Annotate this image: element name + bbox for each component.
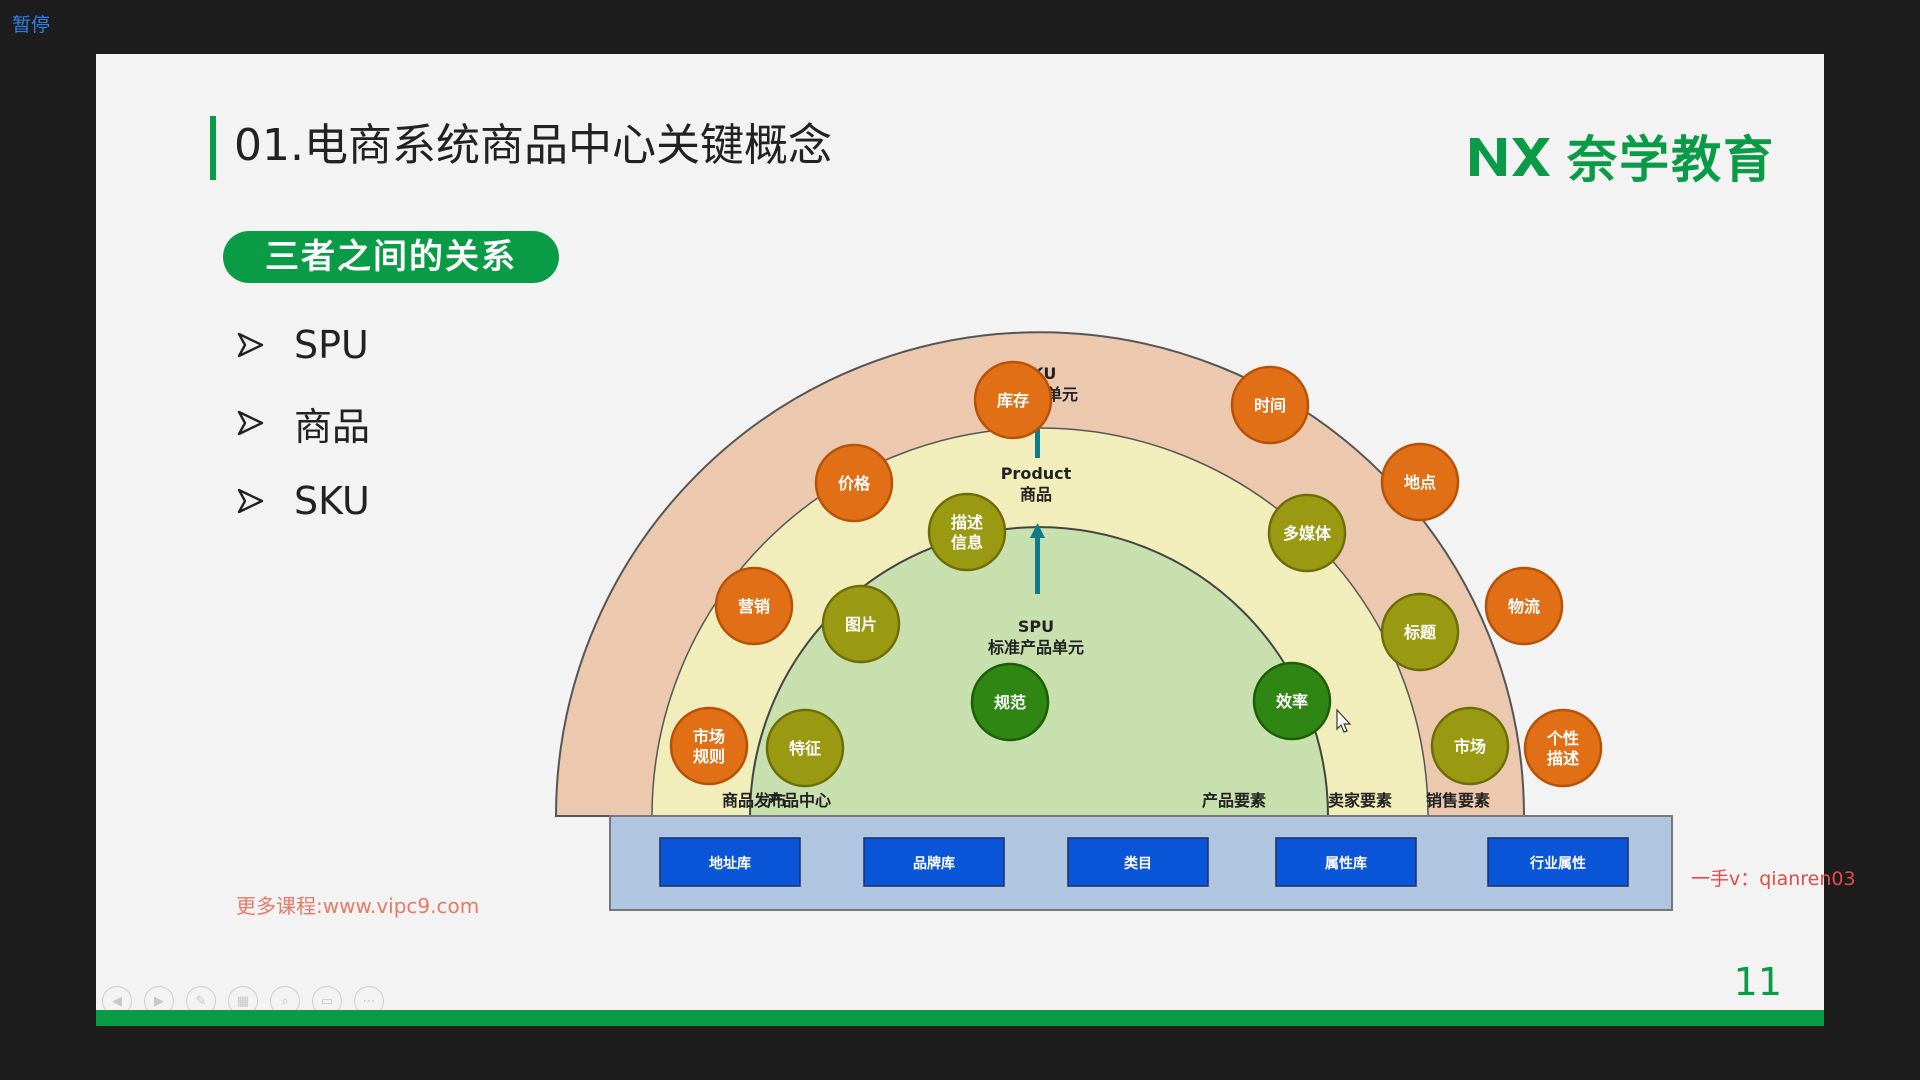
base-box: 地址库 <box>659 837 801 887</box>
middle-circle: 多媒体 <box>1267 493 1347 573</box>
base-box-label: 属性库 <box>1325 855 1367 872</box>
page-number: 11 <box>1733 960 1782 1004</box>
ring-label: 销售要素 <box>1426 791 1490 810</box>
mouse-cursor-icon <box>1336 708 1352 733</box>
arrow-bullet-icon <box>236 487 294 515</box>
circle-label: 时间 <box>1254 396 1286 415</box>
outer-circle: 地点 <box>1380 442 1460 522</box>
sku-spu-diagram: SKU 库存量单元 Product 商品 SPU 标准产品单元 商品发布 产品中… <box>554 331 1673 911</box>
bullet-text: SPU <box>294 323 369 367</box>
middle-circle: 标题 <box>1380 592 1460 672</box>
outer-circle: 库存 <box>973 360 1053 440</box>
circle-label: 物流 <box>1508 597 1540 616</box>
inner-circle: 规范 <box>970 662 1050 742</box>
circle-label: 效率 <box>1276 692 1308 711</box>
circle-label: 市场 <box>1454 737 1486 756</box>
bullet-item: SKU <box>236 462 370 540</box>
base-box: 品牌库 <box>863 837 1005 887</box>
middle-circle: 图片 <box>821 584 901 664</box>
spu-subtitle: 标准产品单元 <box>987 638 1084 657</box>
pause-label[interactable]: 暂停 <box>12 14 51 36</box>
arrow-bullet-icon <box>236 331 294 359</box>
logo-text: 奈学教育 <box>1567 131 1776 189</box>
ring-label: 产品中心 <box>767 791 831 810</box>
circle-label: 地点 <box>1404 473 1436 492</box>
circle-label: 多媒体 <box>1283 524 1332 543</box>
slide: 01.电商系统商品中心关键概念 奈学教育 三者之间的关系 SPU 商品 SKU <box>96 54 1856 1026</box>
circle-label: 规则 <box>693 747 725 766</box>
circle-label: 图片 <box>845 615 877 634</box>
bullet-text: SKU <box>294 479 370 523</box>
spu-title: SPU <box>1018 617 1054 636</box>
circle-label: 价格 <box>838 474 871 493</box>
bullet-text: 商品 <box>294 404 371 449</box>
circle-label: 营销 <box>738 597 770 616</box>
base-box: 类目 <box>1067 837 1209 887</box>
ring-label: 商品发布 <box>722 791 786 810</box>
outer-circle: 时间 <box>1230 365 1310 445</box>
ring-label: 产品要素 <box>1202 791 1266 810</box>
up-arrow-icon <box>1030 523 1045 594</box>
middle-circle: 特征 <box>765 708 845 788</box>
circle-label: 库存 <box>997 391 1029 410</box>
nx-logo-icon <box>1470 138 1550 176</box>
ring-label: 卖家要素 <box>1328 791 1392 810</box>
slide-title: 01.电商系统商品中心关键概念 <box>234 120 832 171</box>
product-subtitle: 商品 <box>1020 485 1052 504</box>
watermark-left: 更多课程:www.vipc9.com <box>236 894 480 918</box>
base-box: 属性库 <box>1275 837 1417 887</box>
base-box-label: 地址库 <box>709 855 751 872</box>
footer-band <box>96 1010 1824 1026</box>
product-title: Product <box>1001 464 1072 483</box>
base-box-label: 品牌库 <box>913 855 955 872</box>
watermark-right: 一手v：qianren03 <box>1691 868 1856 890</box>
logo: 奈学教育 <box>1466 120 1775 189</box>
section-pill: 三者之间的关系 <box>223 231 559 283</box>
outer-circle: 营销 <box>714 566 794 646</box>
circle-label: 个性 <box>1546 729 1579 748</box>
outer-circle: 价格 <box>814 443 894 523</box>
base-box: 行业属性 <box>1487 837 1629 887</box>
outer-circle: 物流 <box>1484 566 1564 646</box>
circle-label: 特征 <box>789 739 821 758</box>
arrow-bullet-icon <box>236 409 294 437</box>
circle-label: 标题 <box>1403 623 1437 642</box>
circle-label: 规范 <box>994 693 1026 712</box>
bullet-item: 商品 <box>236 384 370 462</box>
bullet-item: SPU <box>236 306 370 384</box>
base-box-label: 行业属性 <box>1529 855 1586 872</box>
circle-label: 市场 <box>693 727 725 746</box>
circle-label: 描述 <box>951 513 983 532</box>
bullet-list: SPU 商品 SKU <box>236 306 370 540</box>
base-box-label: 类目 <box>1124 855 1152 872</box>
circle-label: 描述 <box>1547 749 1579 768</box>
inner-circle: 效率 <box>1252 661 1332 741</box>
title-accent-bar <box>210 116 216 180</box>
middle-circle: 市场 <box>1430 706 1510 786</box>
circle-label: 信息 <box>951 533 983 552</box>
